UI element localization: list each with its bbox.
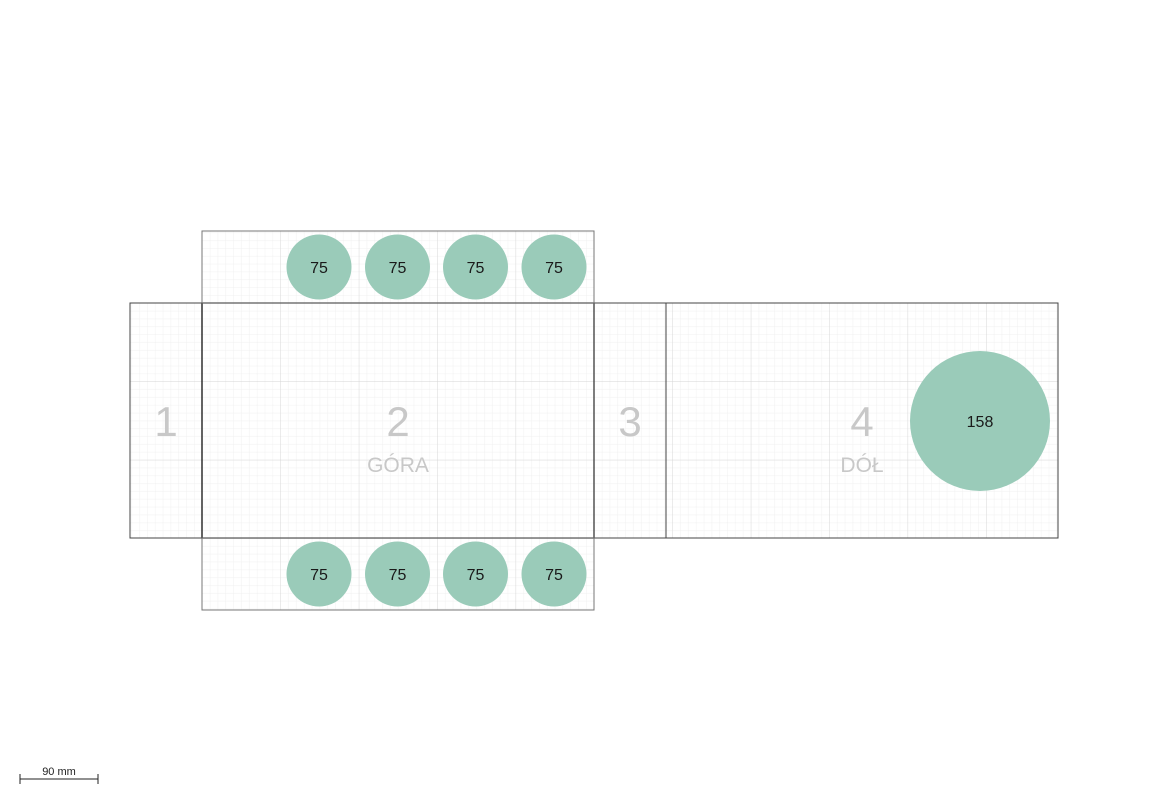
panel-number-4: 4 [850,398,873,445]
top-flap-outline [201,230,595,304]
scale-bar: 90 mm [19,766,99,784]
hole [443,234,508,300]
panel-label-2: GÓRA [367,454,429,477]
hole [286,234,352,300]
hole-label: 75 [467,260,485,277]
top-flap-holes: 75 75 75 75 [286,234,587,300]
hole [365,234,430,300]
panel-number-2: 2 [386,398,409,445]
bottom-flap-holes: 75 75 75 75 [286,541,587,607]
hole [365,541,430,607]
bottom-panel-holes: 158 [910,351,1050,491]
panel-outlines [129,230,1059,611]
hole-label: 75 [389,567,407,584]
hole-label: 75 [310,260,328,277]
panel-number-3: 3 [618,398,641,445]
hole-label: 75 [467,567,485,584]
scale-label: 90 mm [42,766,76,778]
hole [521,541,587,607]
hole [521,234,587,300]
hole [286,541,352,607]
hole-label: 75 [545,260,563,277]
hole-label: 158 [967,414,994,431]
hole-label: 75 [389,260,407,277]
hole-label: 75 [545,567,563,584]
hole-large [910,351,1050,491]
panel-number-1: 1 [154,398,177,445]
panel-label-4: DÓŁ [840,454,883,477]
panel-4-outline [665,302,1059,539]
hole-label: 75 [310,567,328,584]
bottom-flap-outline [201,537,595,611]
hole [443,541,508,607]
